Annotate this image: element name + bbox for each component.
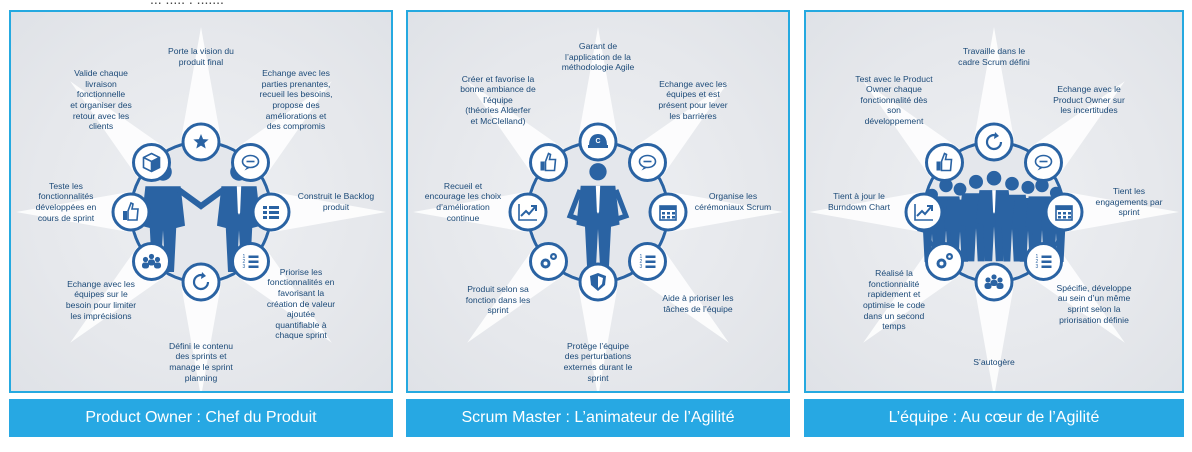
role-wheel-3: 123 [809, 27, 1179, 391]
gears-icon [540, 252, 558, 269]
cropped-heading: ... ..... . ....... [150, 0, 224, 7]
wheel-node-1: C [578, 122, 618, 162]
wheel-node-1 [181, 122, 221, 162]
responsibility-text-1: Garant de l’application de la méthodolog… [561, 41, 635, 73]
role-caption-3: L’équipe : Au cœur de l’Agilité [804, 399, 1184, 437]
svg-text:C: C [596, 138, 601, 145]
responsibility-text-4: Priorise les fonctionnalités en favorisa… [266, 266, 336, 341]
wheel-node-8 [132, 143, 172, 183]
chart-up-icon [518, 204, 537, 221]
svg-text:3: 3 [242, 264, 245, 270]
cycle-icon [192, 272, 210, 291]
gears-icon [936, 252, 954, 269]
svg-text:1: 1 [1035, 254, 1038, 260]
thumbs-up-icon [936, 152, 953, 172]
svg-text:3: 3 [1035, 264, 1038, 270]
responsibility-text-6: Produit selon sa fonction dans les sprin… [465, 284, 531, 316]
chart-up-icon [914, 204, 933, 221]
responsibility-text-2: Echange avec les équipes et est présent … [658, 78, 728, 121]
shield-icon [590, 273, 606, 291]
wheel-node-1 [974, 122, 1014, 162]
numbered-list-icon: 123 [1035, 254, 1052, 270]
wheel-node-2 [1023, 143, 1063, 183]
wheel-node-6 [925, 241, 965, 281]
role-caption-1: Product Owner : Chef du Produit [9, 399, 393, 437]
svg-text:2: 2 [1035, 259, 1038, 265]
wheel-node-6 [529, 241, 569, 281]
numbered-list-icon: 123 [639, 254, 656, 270]
wheel-node-2 [627, 143, 667, 183]
responsibility-text-8: Test avec le Product Owner chaque foncti… [855, 73, 933, 126]
wheel-node-6 [132, 241, 172, 281]
wheel-node-5 [974, 262, 1014, 302]
responsibility-text-3: Tient les engagements par sprint [1095, 186, 1163, 218]
role-wheel-1: 123 [16, 27, 386, 391]
wheel-node-2 [230, 143, 270, 183]
team-icon [142, 253, 162, 269]
role-wheel-2: C 123 [413, 27, 783, 391]
role-caption-2: Scrum Master : L’animateur de l’Agilité [406, 399, 790, 437]
wheel-node-3 [251, 192, 291, 232]
svg-text:2: 2 [639, 259, 642, 265]
responsibility-text-1: Porte la vision du produit final [168, 46, 234, 67]
cycle-icon [985, 132, 1003, 151]
svg-text:1: 1 [242, 254, 245, 260]
responsibility-text-3: Organise les cérémoniaux Scrum [694, 191, 772, 212]
helmet-icon: C [588, 134, 608, 148]
calendar-icon [659, 205, 677, 221]
team-icon [984, 274, 1004, 289]
wheel-node-7 [111, 192, 151, 232]
responsibility-text-7: Recueil et encourage les choix d’amélior… [424, 180, 502, 223]
responsibility-text-7: Teste les fonctionnalités développées en… [35, 180, 97, 223]
svg-text:3: 3 [639, 264, 642, 270]
responsibility-text-5: Protège l’équipe des perturbations exter… [563, 340, 633, 383]
wheel-node-8 [529, 143, 569, 183]
responsibility-text-8: Valide chaque livraison fonctionnelle et… [70, 68, 132, 132]
star-icon [193, 134, 209, 149]
responsibility-text-2: Echange avec le Product Owner sur les in… [1053, 84, 1125, 116]
wheel-node-8 [925, 143, 965, 183]
thumbs-up-icon [540, 152, 557, 172]
wheel-node-7 [904, 192, 944, 232]
wheel-node-3 [1044, 192, 1084, 232]
numbered-list-icon: 123 [242, 254, 259, 270]
thumbs-up-icon [123, 201, 139, 221]
svg-text:2: 2 [242, 259, 245, 265]
responsibility-text-7: Tient à jour le Burndown Chart [827, 191, 891, 212]
single-silhouette [566, 163, 630, 270]
responsibility-text-6: Réalisé la fonctionnalité rapidement et … [862, 268, 926, 332]
wheel-node-5 [578, 262, 618, 302]
responsibility-text-8: Créer et favorise la bonne ambiance de l… [460, 73, 536, 126]
wheel-node-4: 123 [627, 241, 667, 281]
wheel-node-7 [508, 192, 548, 232]
chat-icon [241, 154, 260, 171]
svg-text:1: 1 [639, 254, 642, 260]
responsibility-text-5: Défini le contenu des sprints et manage … [168, 340, 234, 383]
calendar-icon [1055, 205, 1073, 221]
list-icon [263, 206, 279, 219]
responsibility-text-4: Spécifie, développe au sein d’un même sp… [1056, 282, 1132, 325]
responsibility-text-2: Echange avec les parties prenantes, recu… [259, 68, 333, 132]
wheel-node-4: 123 [230, 241, 270, 281]
responsibility-text-6: Echange avec les équipes sur le besoin p… [65, 278, 137, 321]
responsibility-text-5: S’autogère [973, 356, 1015, 367]
responsibility-text-1: Travaille dans le cadre Scrum défini [958, 46, 1030, 67]
responsibility-text-4: Aide à prioriser les tâches de l’équipe [662, 293, 734, 314]
wheel-node-4: 123 [1023, 241, 1063, 281]
cube-icon [142, 152, 161, 173]
wheel-node-5 [181, 262, 221, 302]
chat-icon [1034, 154, 1053, 171]
wheel-node-3 [648, 192, 688, 232]
chat-icon [638, 154, 657, 171]
responsibility-text-3: Construit le Backlog produit [297, 191, 375, 212]
